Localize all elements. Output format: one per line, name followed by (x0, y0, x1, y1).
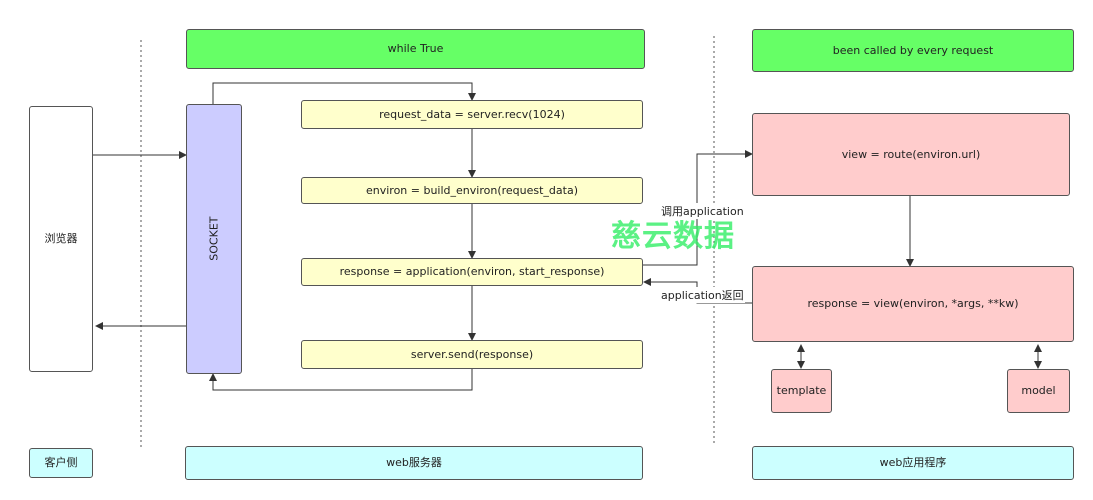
application-step-label: response = application(environ, start_re… (339, 265, 605, 279)
route-label: view = route(environ.url) (841, 147, 981, 161)
model-label: model (1021, 384, 1056, 398)
recv-step-box: request_data = server.recv(1024) (301, 100, 643, 129)
template-label: template (776, 384, 827, 398)
application-step-box: response = application(environ, start_re… (301, 258, 643, 286)
build-environ-step-box: environ = build_environ(request_data) (301, 177, 643, 204)
call-application-label: 调用application (660, 203, 745, 219)
client-side-label: 客户侧 (44, 456, 78, 470)
called-every-request-box: been called by every request (752, 29, 1074, 72)
send-step-box: server.send(response) (301, 340, 643, 369)
send-step-label: server.send(response) (410, 347, 534, 361)
arrow-send-to-socket (209, 369, 473, 391)
view-label: response = view(environ, *args, **kw) (807, 297, 1019, 311)
route-box: view = route(environ.url) (752, 113, 1070, 196)
browser-box: 浏览器 (29, 106, 93, 372)
browser-label: 浏览器 (44, 232, 78, 246)
build-environ-step-label: environ = build_environ(request_data) (365, 183, 578, 197)
web-app-label-box: web应用程序 (752, 446, 1074, 480)
model-box: model (1007, 369, 1070, 413)
application-return-label: application返回 (660, 287, 745, 303)
socket-box: SOCKET (186, 104, 242, 374)
web-server-label-box: web服务器 (185, 446, 643, 480)
recv-step-label: request_data = server.recv(1024) (379, 107, 565, 121)
view-box: response = view(environ, *args, **kw) (752, 266, 1074, 342)
while-true-box: while True (186, 29, 645, 69)
arrow-socket-to-recv (212, 82, 476, 104)
watermark: 慈云数据 (611, 219, 735, 254)
socket-label: SOCKET (207, 216, 221, 262)
while-true-label: while True (387, 42, 444, 56)
web-server-label: web服务器 (386, 456, 442, 470)
template-box: template (771, 369, 832, 413)
client-side-label-box: 客户侧 (29, 448, 93, 478)
web-app-label: web应用程序 (879, 456, 947, 470)
called-every-request-label: been called by every request (832, 43, 994, 57)
